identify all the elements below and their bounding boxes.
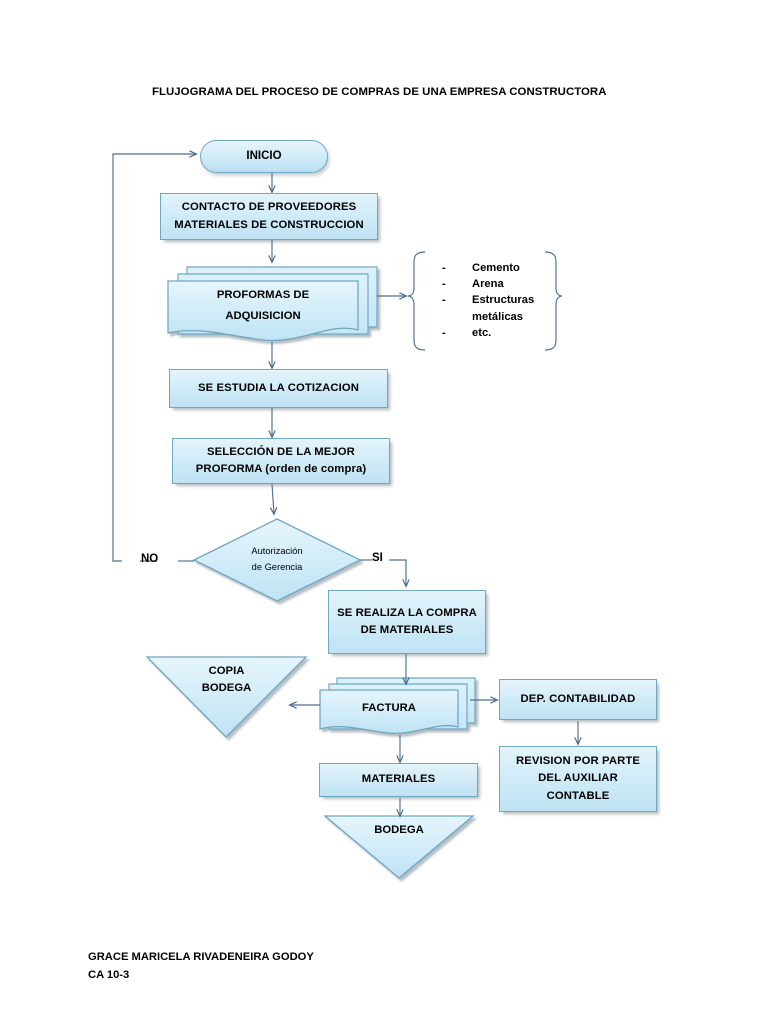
materials-list-items: - Cemento - Arena - Estructuras metálica… [442, 260, 534, 341]
materials-list: - Cemento - Arena - Estructuras metálica… [414, 248, 564, 353]
edge-label-no: NO [141, 553, 159, 565]
page-title: FLUJOGRAMA DEL PROCESO DE COMPRAS DE UNA… [152, 86, 607, 98]
node-materiales[interactable]: MATERIALES [319, 763, 478, 797]
node-dep-contabilidad[interactable]: DEP. CONTABILIDAD [499, 679, 657, 720]
node-autorizacion-gerencia-label: Autorización de Gerencia [251, 546, 303, 572]
node-inicio-label: INICIO [246, 149, 282, 162]
node-contacto-proveedores[interactable]: CONTACTO DE PROVEEDORES MATERIALES DE CO… [160, 193, 378, 240]
author-footer: GRACE MARICELA RIVADENEIRA GODOY CA 10-3 [88, 951, 314, 982]
list-item-label: etc. [472, 326, 492, 339]
list-bullet: - [442, 278, 446, 291]
node-proformas[interactable]: PROFORMAS DE ADQUISICION [168, 281, 358, 331]
node-seleccion-proforma[interactable]: SELECCIÓN DE LA MEJOR PROFORMA (orden de… [172, 438, 390, 484]
node-compra-materiales[interactable]: SE REALIZA LA COMPRA DE MATERIALES [328, 590, 486, 654]
list-item-label: Estructuras [472, 294, 535, 307]
node-cotizacion-label: SE ESTUDIA LA COTIZACION [198, 381, 359, 394]
list-item: - Cemento [442, 260, 534, 276]
node-proformas-label: PROFORMAS DE ADQUISICION [216, 288, 310, 322]
node-autorizacion-gerencia[interactable]: Autorización de Gerencia [212, 535, 342, 585]
node-cotizacion[interactable]: SE ESTUDIA LA COTIZACION [169, 369, 388, 408]
node-contacto-proveedores-label: CONTACTO DE PROVEEDORES MATERIALES DE CO… [174, 201, 364, 231]
node-copia-bodega-label: COPIA BODEGA [201, 665, 252, 694]
list-item-continuation: metálicas [472, 310, 523, 323]
node-seleccion-proforma-label: SELECCIÓN DE LA MEJOR PROFORMA (orden de… [195, 445, 367, 476]
node-revision-auxiliar[interactable]: REVISION POR PARTE DEL AUXILIAR CONTABLE [499, 746, 657, 812]
node-materiales-label: MATERIALES [361, 773, 436, 786]
list-bullet: - [442, 326, 446, 339]
node-revision-auxiliar-label: REVISION POR PARTE DEL AUXILIAR CONTABLE [516, 754, 640, 802]
list-bullet: - [442, 262, 446, 274]
node-factura-label: FACTURA [362, 702, 416, 715]
edge-label-si: SI [372, 552, 383, 564]
list-item: - Estructuras [442, 292, 534, 308]
node-dep-contabilidad-label: DEP. CONTABILIDAD [520, 692, 636, 705]
node-factura[interactable]: FACTURA [320, 692, 458, 726]
node-bodega[interactable]: BODEGA [325, 822, 473, 850]
list-item: - Arena [442, 276, 534, 292]
list-item: - etc. [442, 325, 534, 341]
node-copia-bodega[interactable]: COPIA BODEGA [147, 663, 306, 707]
list-item-label: Cemento [472, 262, 520, 274]
node-bodega-label: BODEGA [374, 824, 424, 836]
list-bullet: - [442, 294, 446, 307]
node-compra-materiales-label: SE REALIZA LA COMPRA DE MATERIALES [337, 606, 477, 637]
node-inicio[interactable]: INICIO [200, 140, 328, 173]
list-item-label: Arena [472, 278, 504, 291]
